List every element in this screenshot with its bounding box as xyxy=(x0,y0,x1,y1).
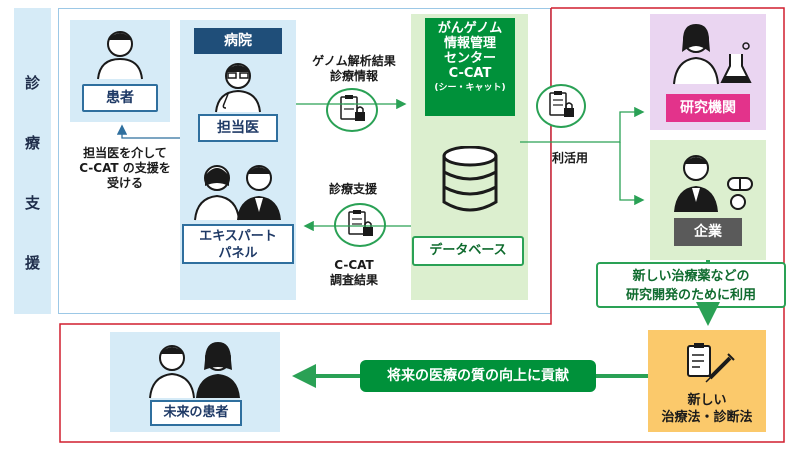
patient-label: 患者 xyxy=(82,84,158,112)
clinical-support-text: 診療支援 xyxy=(328,182,377,196)
company-label: 企業 xyxy=(674,218,742,246)
purpose-label: 新しい治療薬などの 研究開発のために利用 xyxy=(596,262,786,308)
ccat-results-line: C-CAT xyxy=(334,258,374,272)
genome-results-text: ゲノム解析結果 診療情報 xyxy=(298,54,410,84)
expert-panel-icon xyxy=(194,165,281,221)
genome-line: ゲノム解析結果 xyxy=(312,54,396,68)
ccat-title-line: がんゲノム xyxy=(437,21,503,36)
future-patients-box: 未来の患者 xyxy=(110,332,280,432)
ccat-title-line: C-CAT xyxy=(448,66,492,81)
expert-panel-line: パネル xyxy=(218,246,258,261)
support-line: 担当医を介して xyxy=(83,146,167,160)
side-label-char: 援 xyxy=(24,254,40,272)
side-label-bar: 診 療 支 援 xyxy=(14,8,51,314)
database-label: データベース xyxy=(412,236,524,266)
new-methods-box: 新しい 治療法・診断法 xyxy=(648,330,766,432)
genome-line: 診療情報 xyxy=(329,69,378,83)
side-label-char: 支 xyxy=(24,194,40,212)
company-box: 企業 xyxy=(650,140,766,260)
expert-panel-label: エキスパート パネル xyxy=(182,224,294,264)
doctor-label: 担当医 xyxy=(198,114,278,142)
purpose-line: 新しい治療薬などの xyxy=(632,269,750,284)
utilization-text: 利活用 xyxy=(551,151,588,165)
research-label: 研究機関 xyxy=(666,94,750,122)
new-methods-text: 新しい 治療法・診断法 xyxy=(648,392,766,426)
businessman-pills-icon xyxy=(674,155,753,212)
ccat-title-reading: (シー・キャット) xyxy=(434,83,506,93)
clipboard-lock-icon xyxy=(549,91,574,117)
ccat-title-line: センター xyxy=(443,51,496,66)
clipboard-syringe-icon xyxy=(687,343,735,383)
doctor-icon xyxy=(215,63,261,113)
ccat-results-text: C-CAT 調査結果 xyxy=(318,258,390,288)
purpose-line: 研究開発のために利用 xyxy=(625,288,756,303)
support-line: 受ける xyxy=(106,176,143,190)
research-box: 研究機関 xyxy=(650,14,766,130)
patient-icon xyxy=(97,31,143,80)
clipboard-lock-icon xyxy=(348,210,373,236)
new-methods-line: 治療法・診断法 xyxy=(661,410,753,425)
database-icon xyxy=(442,146,498,212)
ccat-results-line: 調査結果 xyxy=(329,273,378,287)
clipboard-lock-circle xyxy=(334,203,386,247)
contribution-label: 将来の医療の質の向上に貢献 xyxy=(360,360,596,392)
patient-support-text: 担当医を介して C-CAT の支援を 受ける xyxy=(72,146,178,191)
ccat-title-line: 情報管理 xyxy=(443,36,496,51)
new-methods-line: 新しい xyxy=(687,393,727,408)
people-icon xyxy=(149,342,240,399)
side-label-char: 療 xyxy=(24,134,40,152)
patient-box: 患者 xyxy=(70,20,170,122)
researcher-icon xyxy=(673,24,752,85)
clipboard-lock-circle xyxy=(536,84,586,128)
hospital-label: 病院 xyxy=(194,28,282,54)
support-line: C-CAT の支援を xyxy=(79,161,171,175)
expert-panel-line: エキスパート xyxy=(199,229,277,244)
ccat-title: がんゲノム 情報管理 センター C-CAT (シー・キャット) xyxy=(425,18,515,116)
side-label-char: 診 xyxy=(24,74,40,92)
future-patients-label: 未来の患者 xyxy=(150,400,242,426)
